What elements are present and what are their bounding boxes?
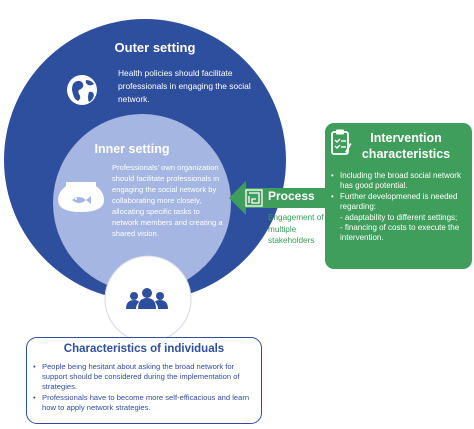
outer-setting-title: Outer setting — [114, 40, 196, 55]
individuals-item: People being hesitant about asking the b… — [32, 362, 258, 393]
intervention-list: Including the broad social network has g… — [330, 171, 468, 244]
intervention-item: - financing of costs to execute the inte… — [340, 223, 460, 243]
individuals-title: Characteristics of individuals — [63, 343, 225, 355]
inner-setting-text: Professionals' own organization should f… — [112, 163, 223, 238]
intervention-item: - adaptability to different settings; — [340, 212, 458, 222]
process-label: Process — [268, 189, 315, 203]
people-group-icon — [126, 288, 168, 309]
outer-setting-text: Health policies should facilitate profes… — [118, 68, 251, 104]
inner-setting-title: Inner setting — [94, 142, 170, 156]
individuals-list: People being hesitant about asking the b… — [32, 362, 258, 413]
maze-icon — [245, 189, 263, 207]
fishbowl-icon — [58, 182, 104, 212]
intervention-title: Intervention characteristics — [361, 131, 451, 161]
intervention-item: Including the broad social network has g… — [330, 171, 468, 192]
process-text: Engagement of multiple stakeholders — [268, 213, 324, 245]
globe-icon — [67, 75, 97, 105]
intervention-item: Further developmened is needed regarding… — [330, 192, 468, 213]
inner-setting-circle — [53, 114, 231, 292]
individuals-item: Professionals have to become more self-e… — [32, 393, 258, 413]
checklist-icon — [331, 129, 352, 155]
